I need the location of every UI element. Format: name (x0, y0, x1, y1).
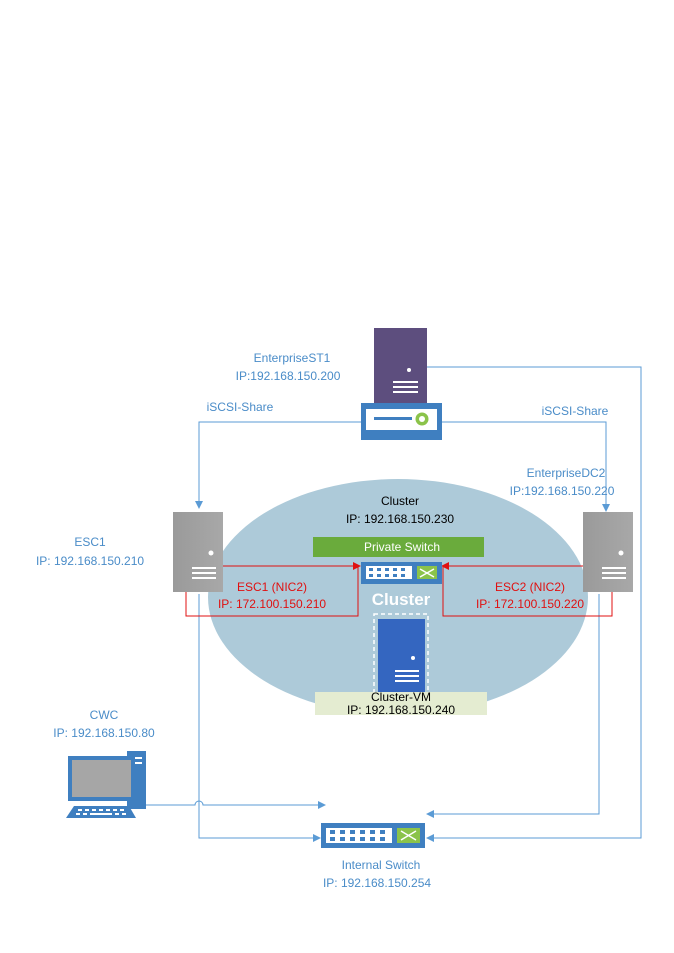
iscsi-right-label: iSCSI-Share (542, 404, 609, 418)
dc2-internal-link (426, 594, 600, 818)
internal-switch-icon (321, 823, 425, 848)
computer-icon (66, 751, 146, 818)
iscsi-left-label: iSCSI-Share (207, 400, 274, 414)
esc2-nic2-name: ESC2 (NIC2) (495, 580, 565, 594)
esc1-nic2-link (185, 567, 359, 617)
cluster-ip: IP: 192.168.150.230 (346, 512, 454, 526)
cwc-internal-link (146, 800, 326, 809)
iscsi-left-link (195, 421, 361, 509)
cluster-vm-server-icon (378, 619, 425, 692)
storage-array-icon (361, 403, 442, 440)
enterprise-dc2-server-icon (583, 512, 633, 592)
enterprise-st1-ip: IP:192.168.150.200 (236, 369, 341, 383)
cluster-vm-name: Cluster-VM (371, 690, 431, 704)
esc1-ip: IP: 192.168.150.210 (36, 554, 144, 568)
internal-switch-name: Internal Switch (342, 858, 421, 872)
esc1-nic2-ip: IP: 172.100.150.210 (218, 597, 326, 611)
iscsi-right-link (442, 421, 610, 512)
cwc-name: CWC (90, 708, 119, 722)
esc1-server-icon (173, 512, 223, 592)
enterprise-st1-server-icon (374, 328, 427, 403)
cluster-name: Cluster (381, 494, 419, 508)
cluster-ellipse (208, 479, 588, 715)
esc1-internal-link (198, 594, 321, 842)
enterprise-dc2-name: EnterpriseDC2 (527, 466, 606, 480)
private-switch-icon (361, 562, 442, 584)
internal-switch-ip: IP: 192.168.150.254 (323, 876, 431, 890)
cluster-vm-label-bar (315, 692, 487, 715)
cluster-vm-ip: IP: 192.168.150.240 (347, 703, 455, 717)
private-switch-label: Private Switch (364, 540, 440, 554)
enterprise-st1-name: EnterpriseST1 (254, 351, 331, 365)
private-switch-bar (313, 537, 484, 557)
cluster-watermark: Cluster (372, 590, 431, 609)
esc1-name: ESC1 (74, 535, 106, 549)
esc2-nic2-ip: IP: 172.100.150.220 (476, 597, 584, 611)
st1-internal-link (426, 366, 642, 842)
esc1-nic2-name: ESC1 (NIC2) (237, 580, 307, 594)
cwc-ip: IP: 192.168.150.80 (53, 726, 155, 740)
esc2-nic2-link (442, 567, 613, 617)
enterprise-dc2-ip: IP:192.168.150.220 (510, 484, 615, 498)
